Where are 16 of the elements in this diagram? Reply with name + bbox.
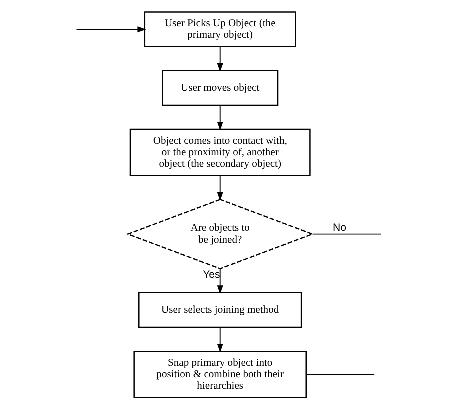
node-box: Object comes into contact with, or the proximity of, another object (the secondary object) bbox=[129, 128, 310, 176]
arrow bbox=[216, 327, 223, 353]
arrow bbox=[216, 105, 223, 131]
node-box: User Picks Up Object (the primary object) bbox=[144, 12, 296, 48]
arrow bbox=[216, 46, 223, 72]
node-box: User selects joining method bbox=[138, 292, 302, 328]
node-box: Snap primary object into position & combine both their hierarchies bbox=[133, 350, 306, 398]
edge-label: Yes bbox=[202, 268, 220, 281]
edge-label: No bbox=[332, 222, 346, 234]
node-diamond: Are objects to be joined? bbox=[126, 199, 314, 270]
connector bbox=[306, 374, 375, 376]
connector bbox=[312, 234, 382, 235]
arrow bbox=[76, 26, 146, 33]
node-box: User moves object bbox=[162, 70, 278, 106]
arrow bbox=[216, 268, 223, 294]
arrow bbox=[216, 175, 223, 202]
